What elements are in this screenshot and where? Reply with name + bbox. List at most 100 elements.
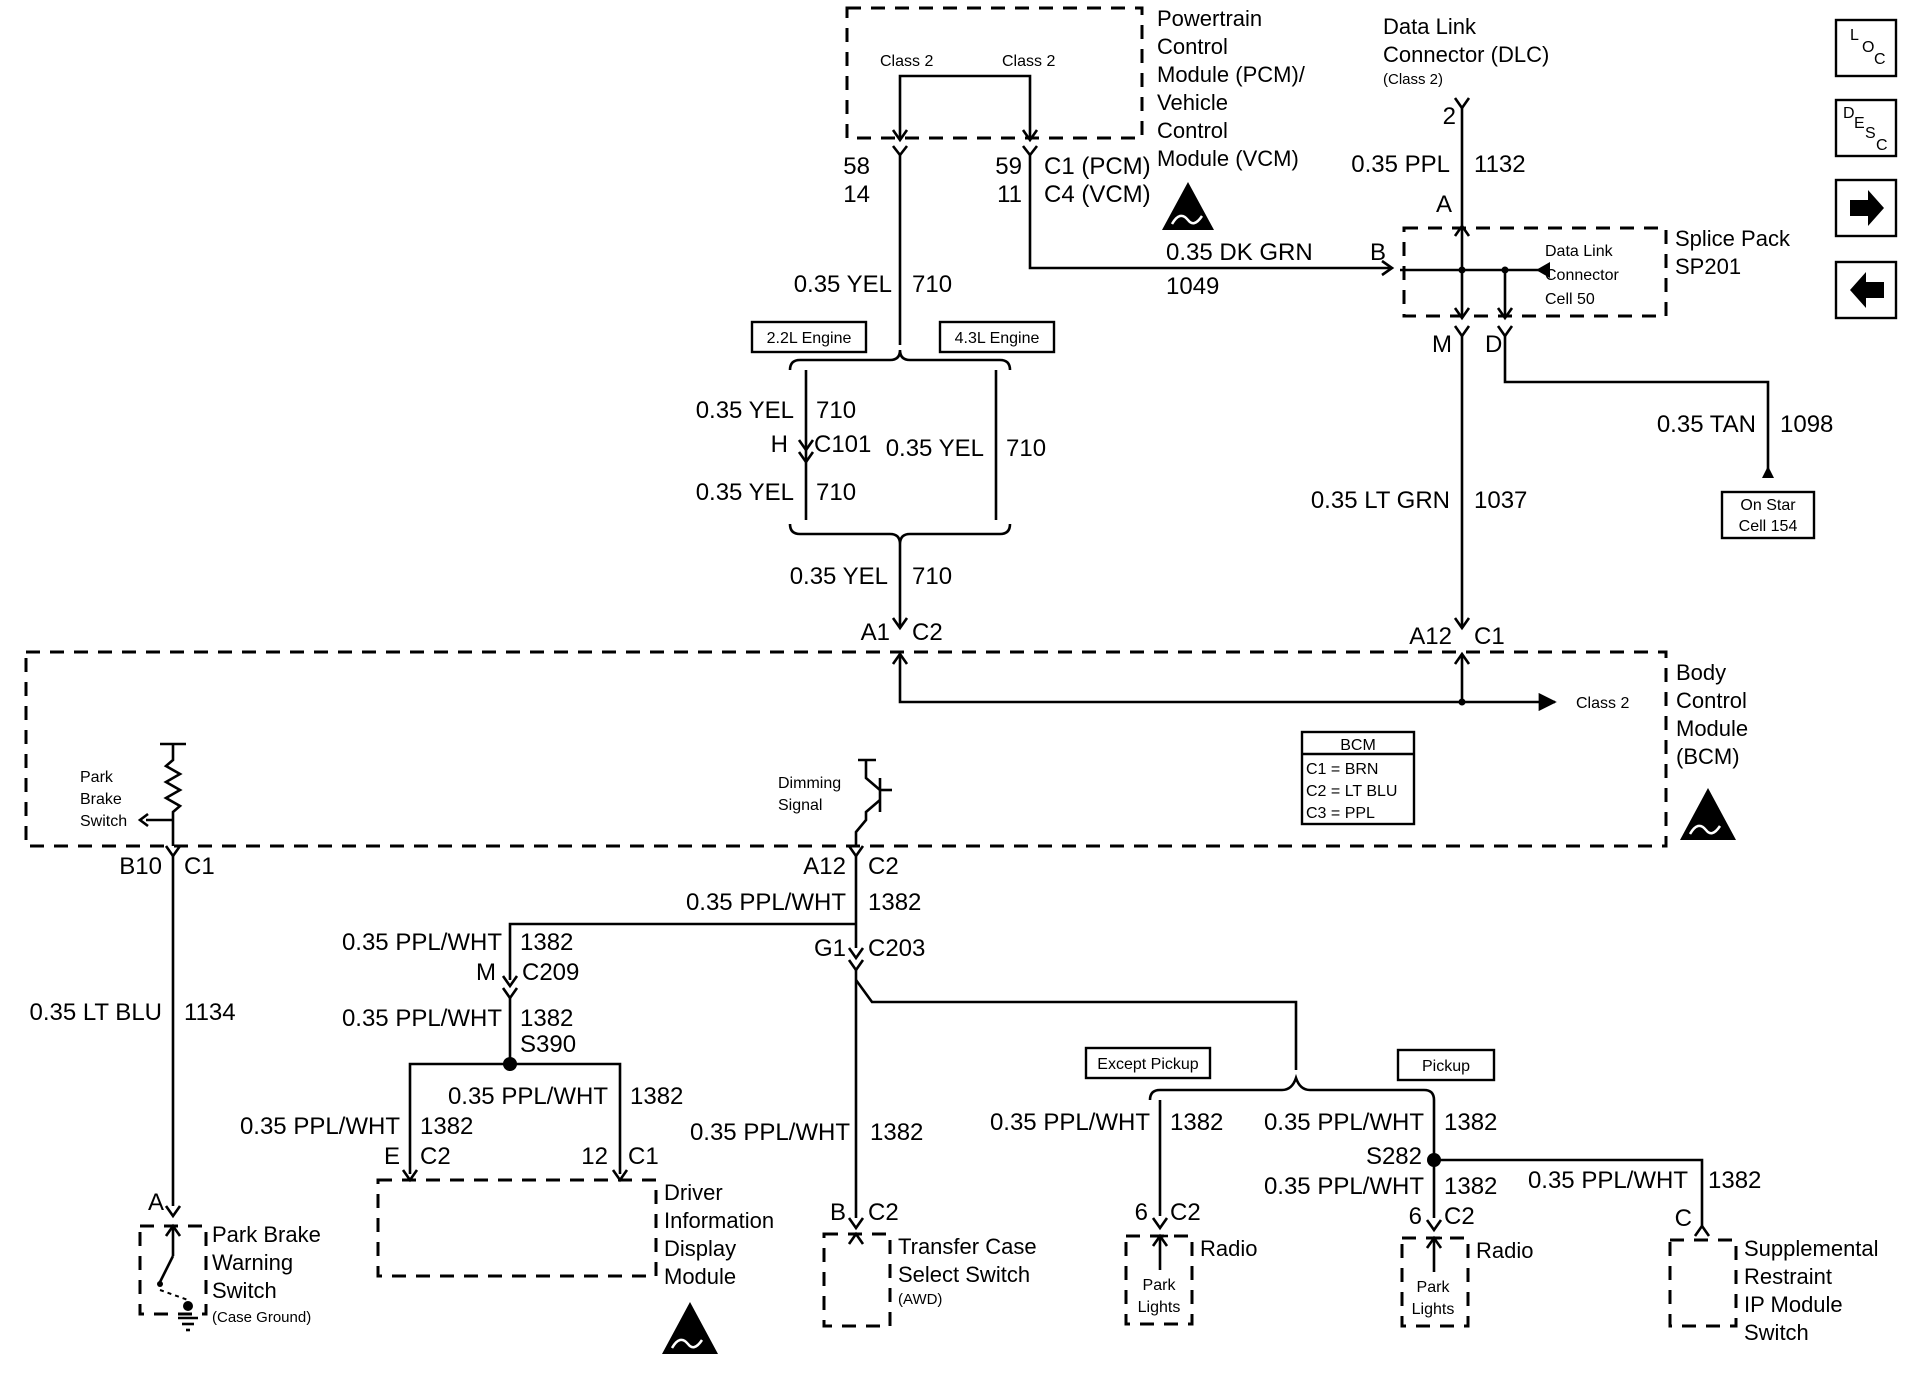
wire-tan-circuit: 1098 [1780, 411, 1833, 438]
srs-name-2: Restraint [1744, 1264, 1832, 1289]
srs-name-4: Switch [1744, 1320, 1809, 1345]
tcs-awd: (AWD) [898, 1291, 942, 1308]
dim-name-1: Driver [664, 1180, 723, 1205]
desc-e: E [1854, 115, 1865, 132]
wire-yel-circuit-1: 710 [912, 271, 952, 298]
tcs-name-2: Select Switch [898, 1262, 1030, 1287]
pcm-name-6: Module (VCM) [1157, 146, 1299, 171]
dimming-signal-1: Dimming [778, 775, 841, 792]
radio-b-conn: C2 [1444, 1203, 1475, 1230]
bcm-legend-c3: C3 = PPL [1306, 805, 1375, 822]
onstar-line-2: Cell 154 [1739, 518, 1798, 535]
dlc-name-1: Data Link [1383, 14, 1477, 39]
wire-pplwht-circuit-7: 1382 [1170, 1109, 1223, 1136]
pin-14: 14 [843, 181, 870, 208]
bcm-pin-a12-c2: A12 [803, 853, 846, 880]
transfer-case-select-switch [822, 1231, 892, 1328]
wire-pplwht-label-3: 0.35 PPL/WHT [342, 1005, 502, 1032]
wire-yel-label-3: 0.35 YEL [696, 479, 794, 506]
wire-pplwht-circuit-3: 1382 [520, 1005, 573, 1032]
option-43l-label: 4.3L Engine [955, 330, 1040, 347]
bcm-conn-a12-c2: C2 [868, 853, 899, 880]
wire-pplwht-label-10: 0.35 PPL/WHT [1264, 1173, 1424, 1200]
dim-conn-12: C1 [628, 1143, 659, 1170]
desc-button[interactable]: D E S C [1834, 98, 1898, 158]
dim-name-3: Display [664, 1236, 736, 1261]
dim-name-4: Module [664, 1264, 736, 1289]
wire-pplwht-label-4: 0.35 PPL/WHT [240, 1113, 400, 1140]
wire-pplwht-circuit-6: 1382 [870, 1119, 923, 1146]
bcm-module: Class 2 BCM C1 = BRN C2 = LT BLU C3 = PP… [24, 650, 1668, 848]
next-button[interactable] [1834, 178, 1898, 238]
loc-button[interactable]: L O C [1834, 18, 1898, 78]
wire-pplwht-label-1: 0.35 PPL/WHT [686, 889, 846, 916]
esd-warning-icon [1680, 788, 1736, 840]
bcm-pin-a12: A12 [1409, 623, 1452, 650]
wire-yel-circuit-5: 710 [912, 563, 952, 590]
tcs-name-1: Transfer Case [898, 1234, 1037, 1259]
option-except-pickup [1084, 1046, 1212, 1080]
splice-inner-1: Data Link [1545, 243, 1614, 260]
pcm-class2-right: Class 2 [1002, 53, 1055, 70]
c101-pin-h: H [771, 431, 788, 458]
dlc-name-2: Connector (DLC) [1383, 42, 1549, 67]
park-lights-b-2: Lights [1412, 1301, 1455, 1318]
pin-59: 59 [995, 153, 1022, 180]
bcm-name-1: Body [1676, 660, 1726, 685]
radio-park-lights-a: Park Lights [1124, 1233, 1194, 1326]
arrow-right-icon [1850, 190, 1884, 226]
wire-ltgrn-circuit: 1037 [1474, 487, 1527, 514]
wire-pplwht-circuit-10: 1382 [1444, 1173, 1497, 1200]
park-lights-b-1: Park [1417, 1279, 1451, 1296]
dimming-signal-2: Signal [778, 797, 822, 814]
wire-pplwht-label-8: 0.35 PPL/WHT [1264, 1109, 1424, 1136]
wire-dkgrn-circuit: 1049 [1166, 273, 1219, 300]
wire-pplwht-label-7: 0.35 PPL/WHT [990, 1109, 1150, 1136]
bcm-name-4: (BCM) [1676, 744, 1740, 769]
splice-pin-a: A [1436, 191, 1452, 218]
bcm-class2-label: Class 2 [1576, 695, 1629, 712]
wire-ltblu-label: 0.35 LT BLU [29, 999, 162, 1026]
pcm-name-5: Control [1157, 118, 1228, 143]
tcs-conn-b: C2 [868, 1199, 899, 1226]
previous-button[interactable] [1834, 260, 1898, 320]
desc-d: D [1843, 105, 1855, 122]
splice-name-1: Splice Pack [1675, 226, 1791, 251]
wire-ppl-circuit: 1132 [1474, 151, 1526, 178]
dim-pin-e: E [384, 1143, 400, 1170]
wire-pplwht-label-9: 0.35 PPL/WHT [1528, 1167, 1688, 1194]
wire-pplwht-circuit-2: 1382 [520, 929, 573, 956]
loc-l: L [1850, 27, 1859, 44]
bcm-conn-b10: C1 [184, 853, 215, 880]
park-lights-a-2: Lights [1138, 1299, 1181, 1316]
loc-o: O [1862, 39, 1874, 56]
bcm-legend-c2: C2 = LT BLU [1306, 783, 1397, 800]
pcm-module: Class 2 Class 2 Powertrain Control Modul… [845, 6, 1306, 230]
bcm-conn-c1-top: C1 [1474, 623, 1505, 650]
option-pickup-label: Pickup [1422, 1058, 1470, 1075]
tcs-pin-b: B [830, 1199, 846, 1226]
radio-b-label: Radio [1476, 1238, 1533, 1263]
wire-yel-label-5: 0.35 YEL [790, 563, 888, 590]
bcm-name-2: Control [1676, 688, 1747, 713]
wire-pplwht-circuit-4: 1382 [420, 1113, 473, 1140]
wire-ltblu-circuit: 1134 [184, 999, 236, 1026]
option-pickup [1396, 1048, 1496, 1082]
wire-yel-circuit-4: 710 [1006, 435, 1046, 462]
loc-c: C [1874, 51, 1886, 68]
radio-park-lights-b: Park Lights [1400, 1235, 1470, 1328]
wire-yel-label-1: 0.35 YEL [794, 271, 892, 298]
radio-b-pin-6: 6 [1409, 1203, 1422, 1230]
pin-58: 58 [843, 153, 870, 180]
onstar-box [1720, 490, 1816, 540]
c209-label: C209 [522, 959, 579, 986]
wire-yel-label-4: 0.35 YEL [886, 435, 984, 462]
pbw-pin-a: A [148, 1189, 164, 1216]
onstar-line-1: On Star [1740, 497, 1796, 514]
splice-pack-sp201: Data Link Connector Cell 50 [1400, 223, 1668, 321]
desc-c: C [1876, 137, 1888, 154]
wire-yel-circuit-3: 710 [816, 479, 856, 506]
radio-a-conn: C2 [1170, 1199, 1201, 1226]
srs-ip-module-switch [1668, 1238, 1738, 1328]
arrow-left-icon [1850, 272, 1884, 308]
